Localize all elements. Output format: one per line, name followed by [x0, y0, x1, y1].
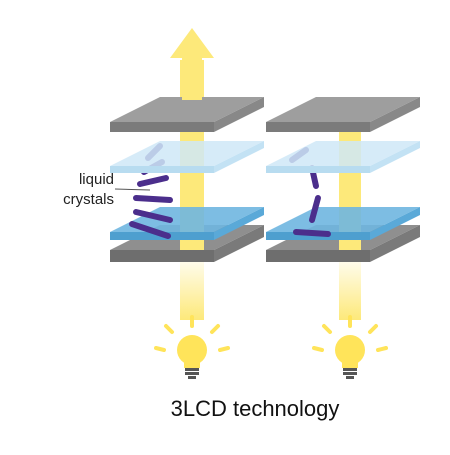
crystal	[293, 229, 331, 237]
left-light-bulb-icon	[154, 315, 230, 379]
right-light-blue-panel	[266, 141, 420, 166]
right-light-bulb-icon	[312, 315, 388, 379]
liquid-crystals-label: liquid crystals	[44, 170, 114, 210]
right-assembly	[266, 97, 420, 320]
crystal	[133, 209, 173, 223]
left-light-blue-panel	[110, 141, 264, 166]
right-blue-panel	[266, 207, 420, 232]
left-top-gray-panel	[110, 97, 264, 122]
left-output-arrow	[170, 28, 214, 100]
crystal	[129, 221, 171, 239]
crystal	[133, 195, 173, 203]
crystal	[137, 175, 169, 187]
label-leader-line	[114, 188, 151, 191]
left-light-beam-lower	[180, 262, 204, 320]
right-light-beam-lower	[339, 262, 361, 320]
crystal	[309, 195, 321, 223]
label-line-1: liquid	[78, 171, 114, 188]
label-line-2: crystals	[63, 191, 114, 208]
left-assembly	[110, 28, 264, 320]
right-top-gray-panel	[266, 97, 420, 122]
diagram-caption: 3LCD technology	[170, 396, 340, 421]
